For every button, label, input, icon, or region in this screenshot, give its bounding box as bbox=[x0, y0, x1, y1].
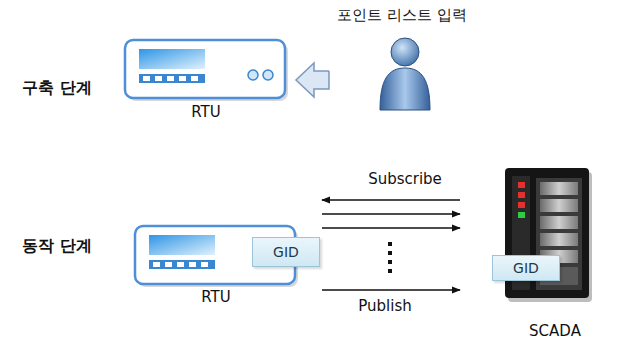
person-head bbox=[391, 38, 419, 66]
server-light bbox=[518, 192, 525, 198]
server-bay bbox=[540, 233, 578, 246]
server-light bbox=[518, 182, 525, 188]
server-bay bbox=[540, 216, 578, 229]
dot bbox=[388, 251, 392, 255]
person-body bbox=[380, 68, 430, 110]
gid-label: GID bbox=[513, 260, 539, 276]
rtu-device-node: RTU GID bbox=[130, 195, 322, 310]
server-bay bbox=[540, 199, 578, 212]
server-bay bbox=[540, 182, 578, 195]
device-label: RTU bbox=[201, 288, 230, 306]
dot bbox=[388, 260, 392, 264]
message-label: Publish bbox=[355, 297, 414, 315]
rtu-device bbox=[135, 226, 298, 287]
stage-label: 동작 단계 bbox=[22, 236, 92, 257]
device-label: SCADA bbox=[529, 322, 581, 340]
dot bbox=[388, 269, 392, 273]
message-arrow bbox=[322, 289, 460, 290]
gid-box: GID bbox=[492, 255, 560, 281]
person-icon bbox=[380, 38, 430, 110]
server-icon bbox=[505, 168, 592, 302]
gid-label: GID bbox=[273, 244, 299, 260]
server-light bbox=[518, 212, 525, 218]
input-caption: 포인트 리스트 입력 bbox=[333, 6, 471, 25]
message-arrow bbox=[322, 213, 460, 214]
message-label: Subscribe bbox=[365, 170, 445, 188]
message-arrow bbox=[322, 227, 460, 228]
server-light bbox=[518, 202, 525, 208]
scada-server-node: SCADA GID bbox=[460, 165, 605, 345]
stage-label: 구축 단계 bbox=[22, 78, 92, 99]
device-label: RTU bbox=[191, 103, 220, 121]
message-arrow bbox=[322, 199, 460, 200]
server-shadow bbox=[508, 172, 592, 302]
dot bbox=[388, 242, 392, 246]
operator-node: 포인트 리스트 입력 bbox=[333, 4, 471, 114]
input-arrow bbox=[296, 63, 329, 97]
rtu-device bbox=[125, 40, 288, 101]
dots bbox=[388, 242, 392, 273]
gid-box: GID bbox=[252, 237, 320, 267]
rtu-device-node: RTU bbox=[120, 35, 292, 127]
